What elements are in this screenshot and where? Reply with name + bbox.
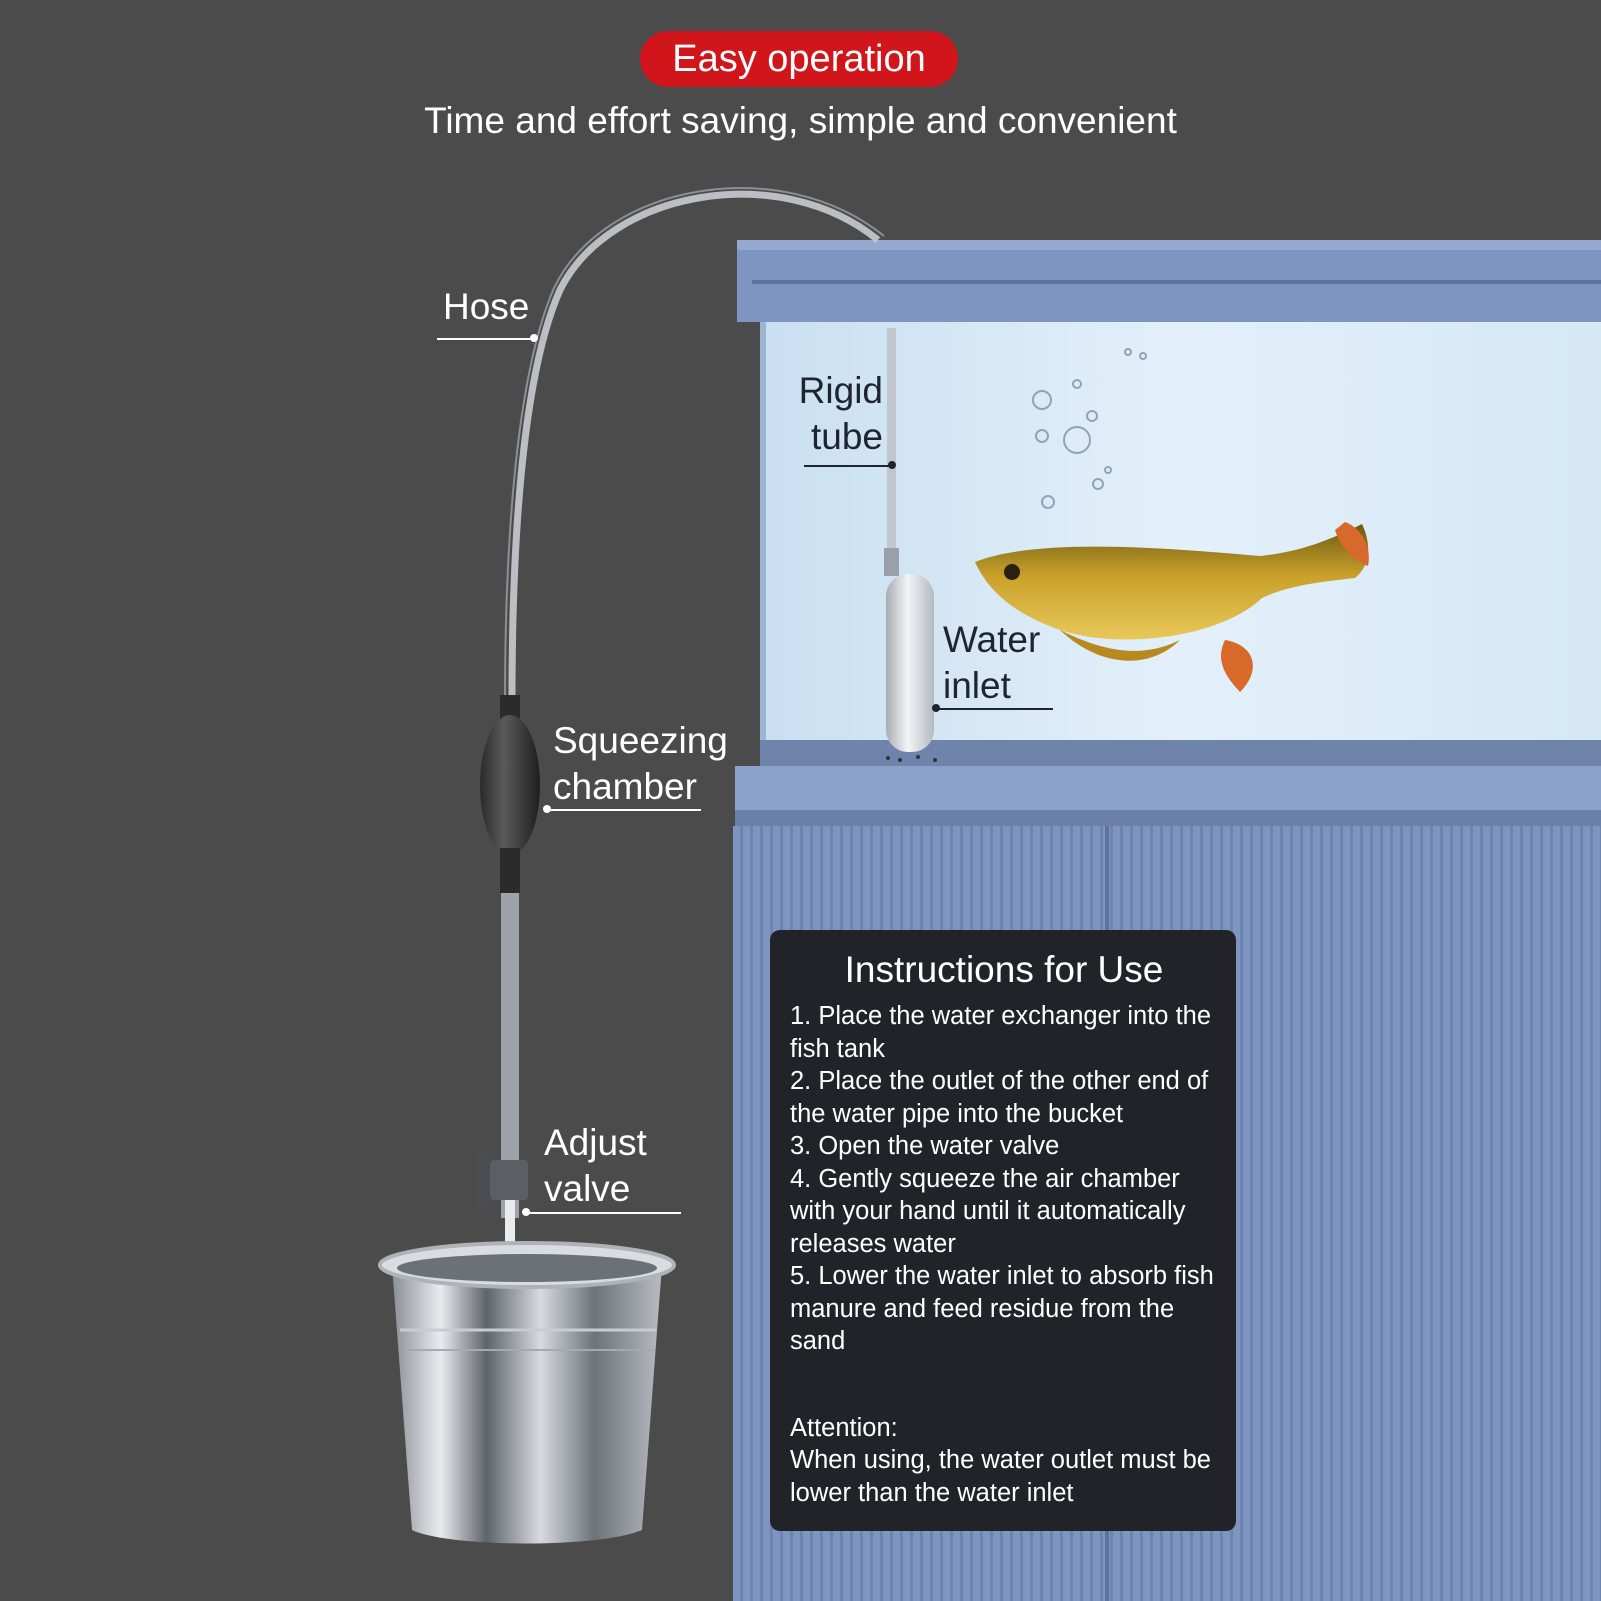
label-rigid-tube: Rigid tube	[795, 368, 883, 460]
leader-water-inlet	[936, 708, 1053, 710]
adjust-valve-body	[490, 1160, 528, 1200]
instruction-step: 2. Place the outlet of the other end of …	[790, 1067, 1209, 1128]
attention-heading: Attention:	[790, 1413, 898, 1442]
attention-block: Attention: When using, the water outlet …	[790, 1412, 1218, 1510]
subtitle: Time and effort saving, simple and conve…	[424, 100, 1177, 141]
label-water-inlet-line1: Water	[943, 619, 1041, 660]
squeeze-bulb	[480, 715, 540, 855]
sand-debris	[886, 755, 937, 762]
leader-dot-squeezing-chamber	[543, 805, 551, 813]
label-water-inlet-line2: inlet	[943, 665, 1011, 706]
bubbles	[1032, 348, 1147, 509]
aquarium-base	[760, 740, 1601, 766]
leader-dot-adjust-valve	[522, 1208, 530, 1216]
label-squeezing-chamber: Squeezing chamber	[553, 718, 728, 810]
instructions-title: Instructions for Use	[844, 949, 1164, 990]
instructions-panel: Instructions for Use 1. Place the water …	[770, 930, 1236, 1531]
leader-squeezing-chamber	[548, 809, 701, 811]
outlet-pipe	[501, 893, 519, 1218]
easy-operation-badge: Easy operation	[640, 31, 958, 87]
arowana-fish	[975, 522, 1369, 692]
label-rigid-tube-line1: Rigid	[798, 370, 883, 411]
leader-dot-water-inlet	[932, 704, 940, 712]
water-inlet-cylinder	[886, 574, 934, 752]
label-squeezing-chamber-line2: chamber	[553, 766, 697, 807]
rigid-tube	[887, 328, 896, 558]
leader-hose	[437, 338, 535, 340]
bucket	[378, 1241, 676, 1544]
attention-text: When using, the water outlet must be low…	[790, 1446, 1211, 1507]
leader-dot-hose	[530, 334, 538, 342]
label-squeezing-chamber-line1: Squeezing	[553, 720, 728, 761]
label-hose: Hose	[443, 284, 529, 330]
label-water-inlet: Water inlet	[943, 617, 1040, 709]
label-hose-text: Hose	[443, 286, 530, 327]
instruction-step: 1. Place the water exchanger into the fi…	[790, 1002, 1212, 1063]
label-rigid-tube-line2: tube	[810, 416, 883, 457]
leader-adjust-valve	[527, 1212, 681, 1214]
instruction-step: 5. Lower the water inlet to absorb fish …	[790, 1262, 1214, 1355]
instructions-list: 1. Place the water exchanger into the fi…	[790, 1000, 1218, 1358]
leader-rigid-tube	[804, 465, 892, 467]
instruction-step: 4. Gently squeeze the air chamber with y…	[790, 1164, 1186, 1258]
hose	[508, 190, 881, 701]
label-adjust-valve: Adjust valve	[544, 1120, 647, 1212]
adjust-valve-handle	[477, 1150, 490, 1210]
label-adjust-valve-line2: valve	[544, 1168, 631, 1209]
leader-dot-rigid-tube	[888, 461, 896, 469]
instruction-step: 3. Open the water valve	[790, 1132, 1060, 1160]
label-adjust-valve-line1: Adjust	[544, 1122, 647, 1163]
